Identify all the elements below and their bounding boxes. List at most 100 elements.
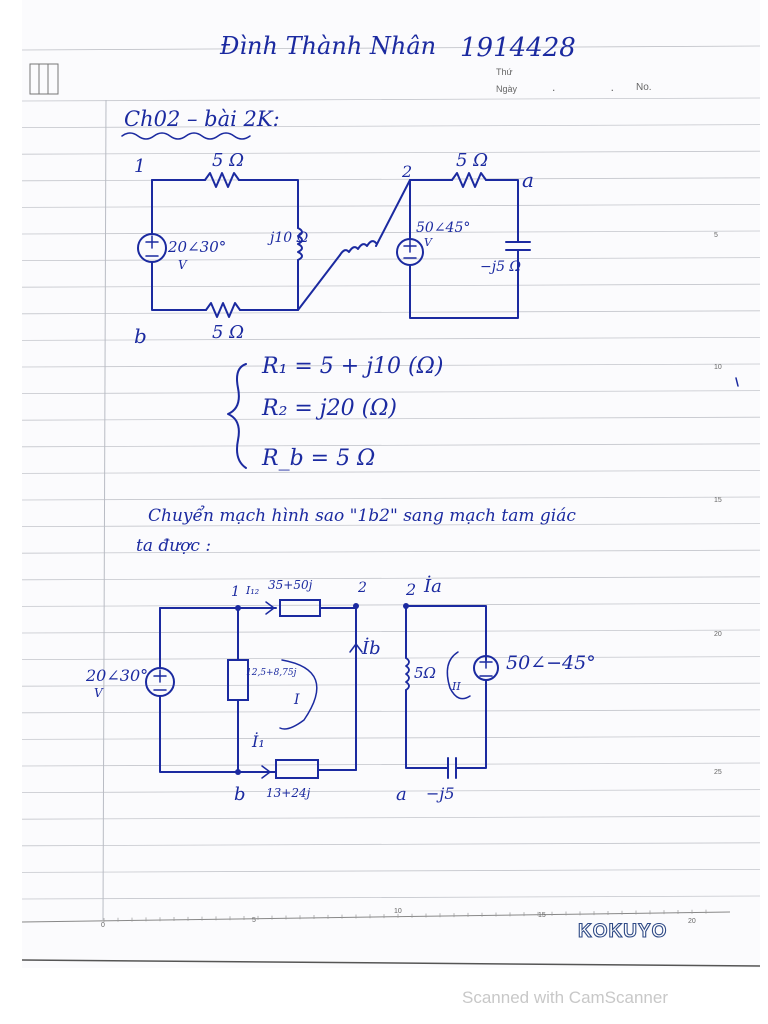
c1-node-2: 2: [402, 162, 413, 181]
side-mark-20: 20: [714, 631, 722, 638]
c1-resistor-bottom: [205, 302, 241, 318]
ruler-mark-15: 15: [538, 912, 546, 919]
c2-node-a: a: [396, 784, 407, 805]
c1-inductor-diagonal: [339, 240, 377, 256]
c2-impedance-top: [279, 599, 321, 617]
ruled-line: [22, 815, 760, 820]
c2-capacitor-label: −j5: [426, 784, 455, 803]
ruled-line: [22, 496, 760, 501]
c1-wire: [239, 259, 299, 311]
ruled-line: [22, 842, 760, 847]
title-underline: [121, 132, 251, 140]
c2-capacitor: [447, 757, 457, 779]
date-label: Ngày: [496, 84, 518, 94]
c1-source-right-unit: V: [424, 236, 432, 249]
page-number-label: No.: [636, 82, 652, 93]
page-ink: [22, 45, 760, 967]
c1-source-left: [137, 233, 167, 263]
ruled-line: [22, 523, 760, 527]
c2-current-1: İ₁: [252, 732, 265, 751]
stray-mark: [735, 377, 739, 387]
c2-junction: [235, 605, 241, 611]
c2-z-top: 35+50j: [268, 578, 313, 592]
c1-wire: [238, 179, 299, 229]
c1-r-top-label: 5 Ω: [212, 150, 245, 171]
ruled-line: [22, 336, 760, 341]
ruler-mark-10: 10: [394, 908, 402, 915]
c1-inductor: [297, 227, 303, 261]
c2-current-12: I₁₂: [246, 584, 260, 597]
c1-source-left-unit: V: [178, 258, 187, 272]
c2-source-right-sign: [479, 655, 493, 677]
conversion-sentence-2: ta được :: [136, 536, 212, 556]
brand-logo: KOKUYO: [577, 920, 668, 942]
c1-capacitor-label: −j5 Ω: [480, 259, 522, 275]
c2-wire: [405, 689, 449, 769]
c2-current-a: İa: [424, 576, 442, 597]
ruled-line: [22, 682, 760, 687]
c2-junction: [353, 603, 359, 609]
ruled-line: [22, 762, 760, 767]
conversion-sentence: Chuyển mạch hình sao "1b2" sang mạch tam…: [148, 506, 576, 526]
c2-z-vertical: 12,5+8,75j: [246, 668, 297, 678]
side-mark-10: 10: [714, 364, 722, 371]
c2-impedance-bottom: [275, 759, 319, 779]
c2-current-b: İb: [362, 638, 381, 659]
c2-resistor-mid: [405, 657, 410, 691]
date-dots: . .: [552, 80, 641, 94]
notebook-page: Đình Thành Nhân 1914428 Thứ Ngày . . No.…: [22, 0, 760, 968]
c2-wire: [159, 695, 239, 773]
ruler-mark-5: 5: [252, 917, 256, 924]
c2-source-left-label: 20∠30°: [86, 666, 149, 685]
c1-source-left-label: 20∠30°: [168, 238, 227, 256]
ruled-line: [22, 469, 760, 474]
c2-loop-1-label: I: [294, 692, 300, 708]
c2-node-2-right: 2: [406, 580, 417, 599]
punch-box: [29, 63, 59, 95]
equation-rb: R_b = 5 Ω: [262, 446, 376, 471]
c2-impedance-vertical: [227, 659, 249, 701]
ruled-line: [22, 203, 760, 208]
c2-arrow-ib: [349, 643, 363, 653]
ruler-line: [22, 911, 731, 923]
c2-arrow-bottom: [261, 765, 271, 779]
c2-wire: [319, 607, 357, 771]
c2-loop-2-label: II: [452, 680, 461, 693]
c1-r-bottom-label: 5 Ω: [212, 322, 245, 343]
side-mark-15: 15: [714, 497, 722, 504]
scanner-watermark: Scanned with CamScanner: [462, 988, 669, 1007]
c1-inductor-label: j10 Ω: [270, 230, 309, 246]
c2-junction: [403, 603, 409, 609]
exercise-title: Ch02 – bài 2K:: [124, 107, 280, 131]
ruled-line: [22, 789, 760, 793]
ruled-line: [22, 656, 760, 660]
ruled-line: [22, 283, 760, 288]
c2-node-2-left: 2: [358, 580, 367, 596]
ruled-line: [22, 390, 760, 395]
equation-r1: R₁ = 5 + j10 (Ω): [262, 354, 444, 379]
c1-wire: [485, 179, 519, 243]
c2-wire: [407, 605, 487, 661]
c1-source-right-sign: [403, 239, 417, 259]
ruled-line: [22, 576, 760, 581]
equation-r2: R₂ = j20 (Ω): [262, 396, 398, 421]
author-name: Đình Thành Nhân: [220, 32, 437, 60]
c1-r-right-label: 5 Ω: [456, 150, 489, 171]
ruler-mark-0: 0: [101, 922, 105, 929]
side-mark-25: 25: [714, 769, 722, 776]
c1-node-a: a: [522, 168, 534, 192]
ruled-line: [22, 603, 760, 607]
ruled-line: [22, 150, 760, 155]
ruled-line: [22, 363, 760, 368]
ruled-line: [22, 97, 760, 102]
ruled-line: [22, 230, 760, 235]
student-id: 1914428: [460, 33, 576, 63]
ruled-line: [22, 869, 760, 873]
c1-capacitor: [505, 241, 531, 251]
c2-loop-2-arrow: [446, 651, 471, 700]
ruled-line: [22, 443, 760, 448]
c1-source-left-sign: [145, 235, 159, 257]
ruled-line: [22, 629, 760, 634]
c2-z-bottom: 13+24j: [266, 786, 311, 800]
ruled-line: [22, 549, 760, 554]
